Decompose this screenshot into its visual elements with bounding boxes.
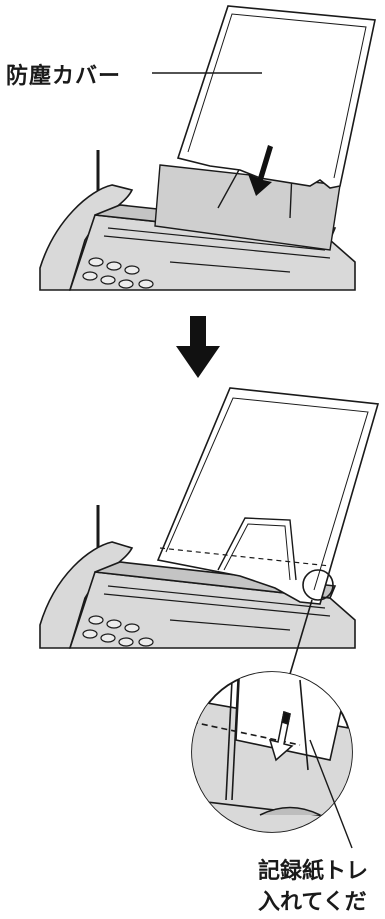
dust-cover-label: 防塵カバー (6, 58, 121, 90)
dust-cover-sheet (178, 6, 375, 188)
paper-tray-label-line2: 入れてくだ (258, 884, 367, 916)
paper-tray-label-line1: 記録紙トレ (258, 853, 368, 885)
next-step-arrow-icon (176, 316, 220, 378)
magnified-detail (190, 660, 360, 840)
